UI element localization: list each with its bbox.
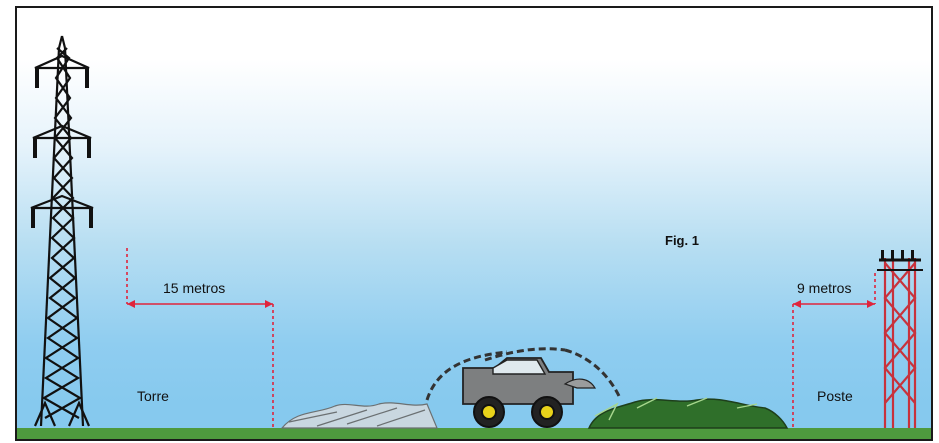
tower-clearance-dimension (126, 248, 274, 428)
pole-distance-label: 9 metros (797, 280, 852, 296)
figure-label: Fig. 1 (665, 233, 699, 248)
tower-distance-label: 15 metros (163, 280, 226, 296)
pole-label: Poste (817, 388, 853, 404)
brush-pile-left (280, 402, 438, 429)
forestry-machine-icon (425, 347, 621, 428)
pole-clearance-dimension (792, 273, 876, 428)
diagram-canvas (17, 35, 931, 439)
brush-pile-right (587, 397, 789, 429)
tower-label: Torre (137, 388, 169, 404)
transmission-tower-icon (30, 35, 94, 427)
ground-strip (17, 428, 931, 439)
utility-pole-icon (877, 250, 923, 428)
figure-frame: Fig. 1 15 metros 9 metros Torre Poste (15, 6, 933, 441)
